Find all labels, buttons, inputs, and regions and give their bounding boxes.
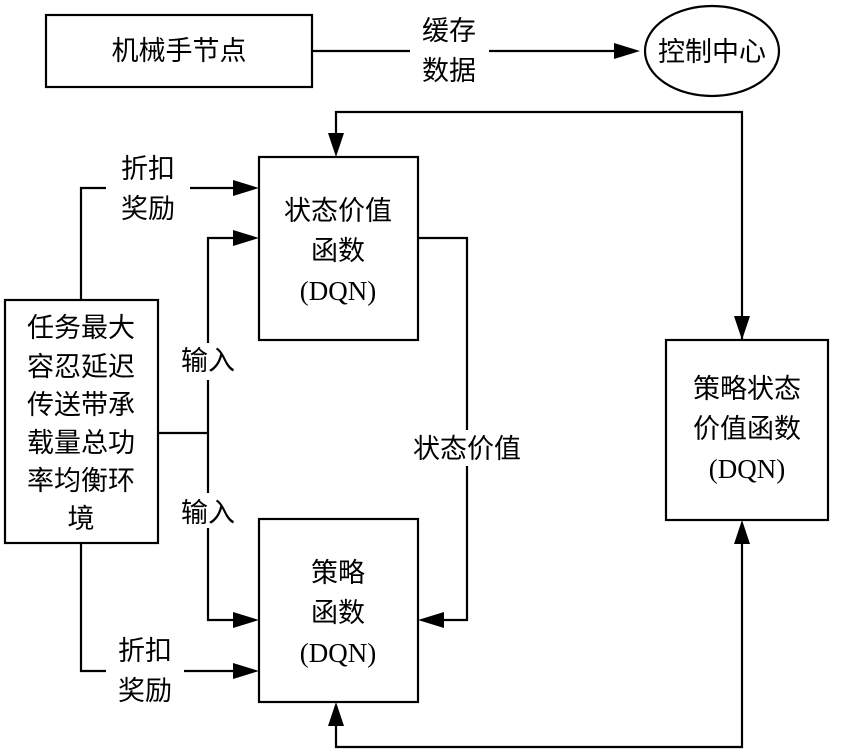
node-label-line: 函数 <box>311 598 365 629</box>
edge-label-line: 数据 <box>422 56 476 87</box>
arrowhead-icon <box>734 316 750 340</box>
edge-input-bus <box>158 230 259 628</box>
node-policy-function: 策略 函数 (DQN) <box>257 517 420 704</box>
node-label-line: 容忍延迟 <box>27 352 135 383</box>
label-discount-reward-bottom: 折扣 奖励 <box>118 636 172 707</box>
arrowhead-icon <box>233 612 259 628</box>
edge-label-line: 折扣 <box>118 636 172 667</box>
node-label-line: (DQN) <box>300 276 376 306</box>
arrowhead-icon <box>233 663 259 679</box>
node-state-value-function: 状态价值 函数 (DQN) <box>257 155 420 342</box>
node-label: 控制中心 <box>658 37 766 68</box>
arrowhead-icon <box>734 520 750 544</box>
edge-feedback-bottom <box>328 520 750 749</box>
node-label-line: 策略状态 <box>693 374 801 405</box>
label-state-value: 状态价值 <box>413 434 521 465</box>
node-label-line: 策略 <box>311 558 365 589</box>
label-input-bottom: 输入 <box>181 498 235 529</box>
edge-feedback-top <box>328 110 750 340</box>
node-label-line: (DQN) <box>709 454 785 484</box>
arrowhead-icon <box>418 612 444 628</box>
node-label-line: 境 <box>68 504 95 535</box>
label-cache-data: 缓存 数据 <box>422 16 476 87</box>
edge-label-line: 缓存 <box>422 16 476 47</box>
node-label-line: (DQN) <box>300 638 376 668</box>
node-policy-state-value-function: 策略状态 价值函数 (DQN) <box>664 338 830 522</box>
edge-label-line: 奖励 <box>121 194 175 225</box>
edge-label-line: 折扣 <box>121 154 175 185</box>
arrowhead-icon <box>233 230 259 246</box>
label-input-top: 输入 <box>181 346 235 377</box>
arrowhead-icon <box>328 702 344 726</box>
node-label-line: 率均衡环 <box>27 466 135 497</box>
arrowhead-icon <box>233 180 259 196</box>
node-label-line: 载量总功 <box>27 428 135 459</box>
node-environment: 任务最大 容忍延迟 传送带承 载量总功 率均衡环 境 <box>3 298 160 545</box>
edge-cache-data <box>312 43 640 59</box>
edge-state-value <box>418 236 469 628</box>
node-label-line: 状态价值 <box>284 196 392 227</box>
arrowhead-icon <box>614 43 640 59</box>
node-label-line: 传送带承 <box>27 390 135 421</box>
node-control-center: 控制中心 <box>643 4 781 98</box>
node-label-line: 函数 <box>311 236 365 267</box>
edge-discount-reward-top <box>79 180 259 300</box>
node-label-line: 任务最大 <box>27 313 135 344</box>
arrowhead-icon <box>328 133 344 157</box>
node-label-line: 价值函数 <box>693 414 801 445</box>
label-discount-reward-top: 折扣 奖励 <box>121 154 175 225</box>
node-label: 机械手节点 <box>112 36 247 67</box>
edge-label-line: 奖励 <box>118 676 172 707</box>
edge-discount-reward-bottom <box>79 543 259 679</box>
node-robot: 机械手节点 <box>44 13 314 89</box>
